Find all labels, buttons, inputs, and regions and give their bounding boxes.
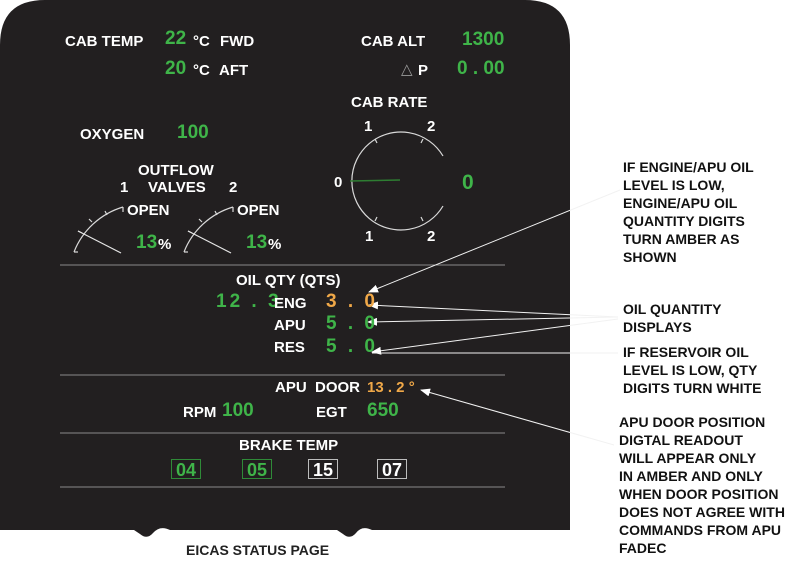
page-caption: EICAS STATUS PAGE	[186, 542, 330, 558]
cab-rate-dial	[349, 131, 444, 231]
callout-arrows	[367, 189, 621, 446]
annotation-apu-door-position: APU DOOR POSITION DIGTAL READOUT WILL AP…	[619, 414, 785, 556]
apu-rpm-label: RPM	[183, 404, 217, 421]
outflow-valve-2-unit: %	[268, 236, 282, 253]
oxygen-value: 100	[177, 122, 209, 143]
oil-qty-eng-value: 3 . 0	[326, 291, 378, 312]
cab-rate-scale-bottom-right: 2	[427, 228, 436, 245]
brake-temp-title: BRAKE TEMP	[239, 437, 339, 454]
delta-icon: △	[401, 61, 413, 78]
cab-temp-fwd-value: 22	[165, 28, 187, 49]
arrow-oil-display-eng	[368, 301, 619, 318]
oil-qty-res-label: RES	[274, 339, 305, 356]
outflow-valve-1-unit: %	[158, 236, 172, 253]
outflow-valve-2-gauge	[183, 206, 234, 254]
outflow-valve-1-gauge	[73, 206, 124, 254]
brake-temp-2: 05	[242, 459, 272, 480]
oil-qty-eng-label: ENG	[274, 295, 307, 312]
cab-temp-aft-value: 20	[165, 58, 187, 79]
cab-rate-needle	[349, 179, 401, 182]
apu-egt-value: 650	[367, 400, 399, 421]
brake-temp-1: 04	[171, 459, 201, 480]
outflow-valve-2-label: 2	[229, 179, 238, 196]
brake-temp-4: 07	[377, 459, 407, 480]
delta-p-label: P	[418, 62, 429, 79]
cab-rate-scale-zero: 0	[334, 174, 343, 191]
outflow-valve-2-percent: 13	[246, 232, 268, 253]
outflow-valve-1-state: OPEN	[127, 202, 170, 219]
cab-rate-scale-top-left: 1	[364, 118, 373, 135]
oil-qty-title: OIL QTY (QTS)	[236, 272, 341, 289]
apu-egt-label: EGT	[316, 404, 347, 421]
apu-rpm-value: 100	[222, 400, 254, 421]
delta-p-value: 0 . 00	[457, 58, 505, 79]
arrow-eng-oil-low	[368, 189, 621, 293]
cab-rate-scale-bottom-left: 1	[365, 228, 374, 245]
cab-temp-aft-label: AFT	[219, 62, 249, 79]
outflow-valve-2-needle	[187, 230, 232, 254]
oil-qty-eng-left-value: 12 . 3	[216, 291, 282, 312]
outflow-valve-1-percent: 13	[136, 232, 158, 253]
cab-rate-label: CAB RATE	[351, 94, 428, 111]
oil-qty-apu-label: APU	[274, 317, 306, 334]
cab-temp-aft-unit: °C	[193, 62, 210, 79]
apu-door-value: 13 . 2 °	[367, 379, 415, 396]
oil-qty-apu-value: 5 . 0	[326, 313, 378, 334]
annotation-oil-quantity-displays: OIL QUANTITY DISPLAYS	[623, 301, 722, 335]
cab-alt-value: 1300	[462, 29, 505, 50]
arrow-apu-door	[420, 388, 615, 446]
outflow-valve-2-state: OPEN	[237, 202, 280, 219]
oxygen-label: OXYGEN	[80, 126, 145, 143]
cab-rate-scale-top-right: 2	[427, 118, 436, 135]
apu-door-label: APU DOOR	[275, 379, 361, 396]
display-panel	[0, 0, 570, 537]
cab-temp-fwd-label: FWD	[220, 33, 255, 50]
cab-alt-label: CAB ALT	[361, 33, 426, 50]
annotation-reservoir-oil-low: IF RESERVOIR OIL LEVEL IS LOW, QTY DIGIT…	[623, 344, 762, 396]
outflow-valve-1-label: 1	[120, 179, 129, 196]
outflow-title-line2: VALVES	[148, 179, 206, 196]
brake-temp-3: 15	[308, 459, 338, 480]
cab-rate-value: 0	[462, 171, 474, 194]
cab-temp-fwd-unit: °C	[193, 33, 210, 50]
annotation-engine-apu-oil-low: IF ENGINE/APU OIL LEVEL IS LOW, ENGINE/A…	[623, 159, 754, 265]
outflow-title-line1: OUTFLOW	[138, 162, 214, 179]
outflow-valve-1-needle	[77, 230, 122, 254]
arrow-oil-display-res	[371, 318, 619, 355]
oil-qty-res-value: 5 . 0	[326, 336, 378, 357]
cab-temp-label: CAB TEMP	[65, 33, 144, 50]
arrow-oil-display-apu	[367, 316, 619, 326]
